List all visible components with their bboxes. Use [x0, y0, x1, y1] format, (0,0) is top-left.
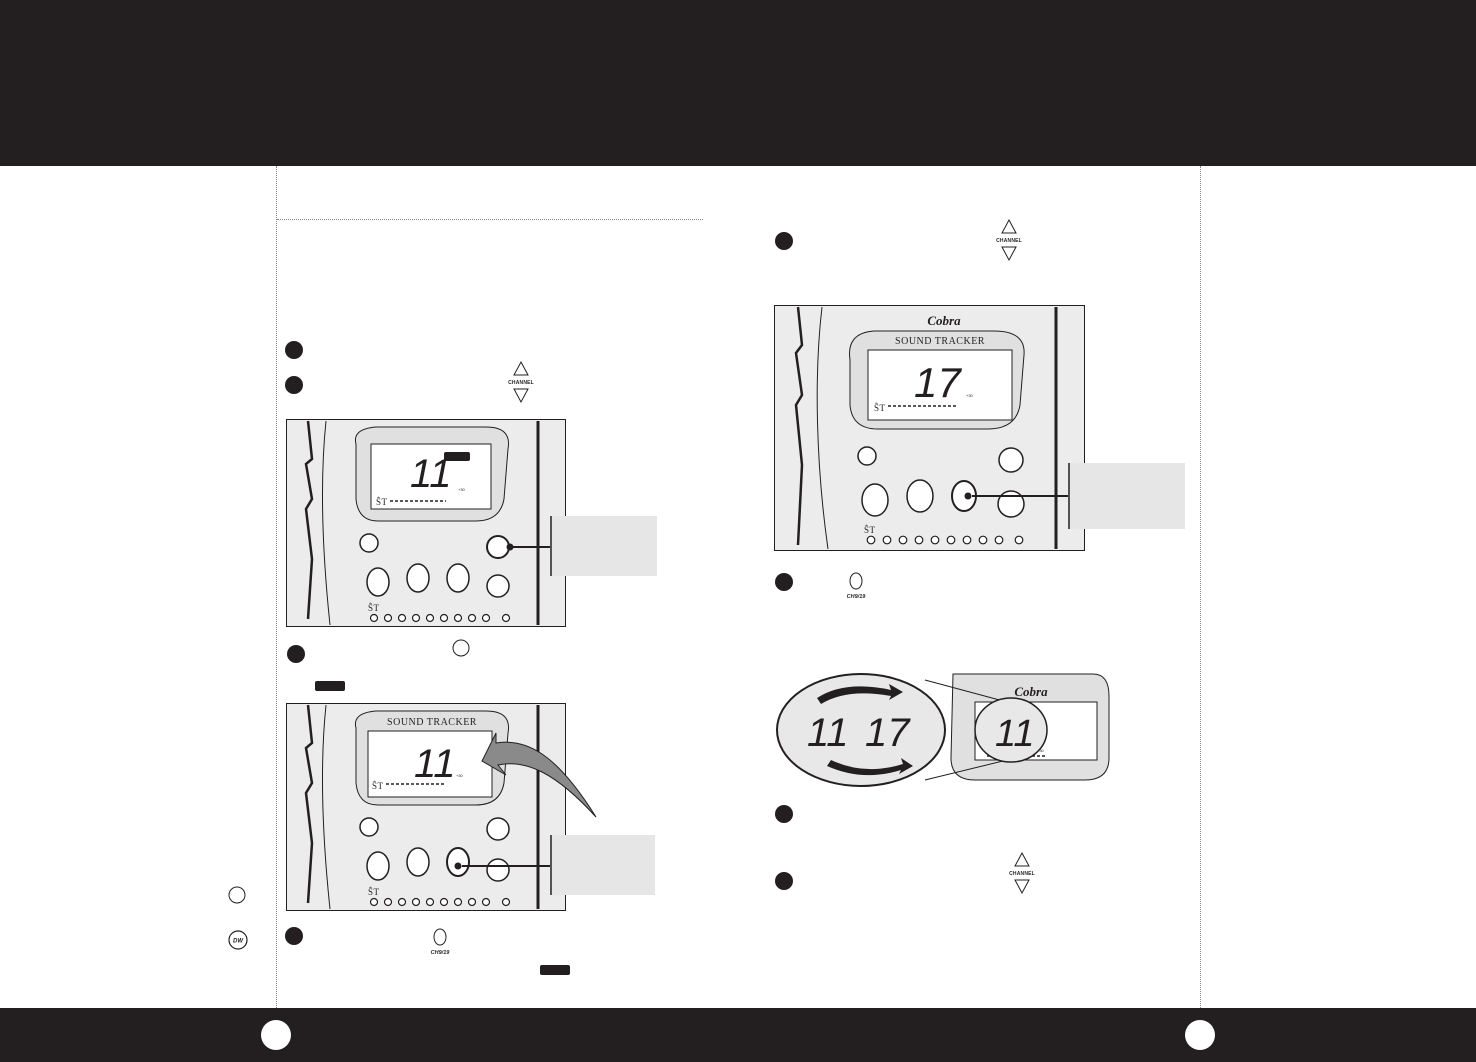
ch919-label: CH9/19 [847, 594, 867, 600]
channel-updown-icon: CHANNEL [996, 218, 1022, 262]
step-1-marker [285, 341, 303, 359]
callout-box-a [552, 516, 657, 576]
callout-box-c [1070, 463, 1185, 529]
swap-arrow-top [817, 684, 903, 704]
button-icon-inline [452, 639, 470, 657]
top-band [0, 0, 1476, 166]
dual-watch-illustration: Cobra +30 11 11 17 [776, 673, 1110, 787]
left-margin-rule [276, 166, 277, 1008]
button-icon [228, 886, 246, 904]
page-number-left [261, 1020, 291, 1050]
bottom-band [0, 1008, 1476, 1062]
st-logo: ŜT [874, 403, 886, 413]
zoom-readout-left: 11 [807, 711, 849, 755]
radio-panel-a: 11 +30 ŜT ŜT [286, 419, 657, 627]
channel-icon-label: CHANNEL [508, 380, 534, 386]
dual-watch-label: DW [233, 939, 244, 945]
lcd-channel-readout: 11 [414, 742, 456, 786]
section-rule [277, 219, 703, 220]
st-logo: ŜT [376, 497, 388, 507]
channel-updown-icon: CHANNEL [508, 360, 534, 404]
st-logo: ŜT [372, 781, 384, 791]
brand-logo: Cobra [927, 313, 961, 328]
channel-updown-icon: CHANNEL [1009, 851, 1035, 895]
callout-box-b [552, 835, 655, 895]
dual-watch-icon: DW [228, 930, 248, 950]
lcd-indicator-icon [315, 681, 345, 691]
meter-plus30: +30 [966, 393, 974, 398]
step-5-marker [775, 232, 793, 250]
lcd-indicator [444, 452, 470, 461]
zoom-inner-readout: 11 [995, 713, 1034, 755]
channel-icon-label: CHANNEL [996, 238, 1022, 244]
ch919-label: CH9/19 [431, 950, 451, 956]
step-2-marker [285, 376, 303, 394]
product-name: SOUND TRACKER [387, 717, 477, 728]
meter-plus30: +30 [1037, 748, 1045, 753]
meter-plus30: +30 [456, 773, 464, 778]
radio-panel-b: SOUND TRACKER 11 +30 ŜT ŜT [286, 703, 655, 911]
page-number-right [1185, 1020, 1215, 1050]
ch919-button-icon: CH9/19 [847, 572, 867, 600]
step-4-marker [285, 927, 303, 945]
st-logo-small: ŜT [368, 887, 380, 897]
lcd-channel-readout: 17 [914, 359, 962, 406]
step-3-marker [287, 645, 305, 663]
brand-logo: Cobra [1014, 684, 1048, 699]
step-7-marker [775, 805, 793, 823]
lcd-indicator-icon [540, 965, 570, 975]
step-6-marker [775, 573, 793, 591]
ch919-button-icon: CH9/19 [431, 928, 451, 956]
right-margin-rule [1200, 166, 1201, 1008]
radio-panel-c: Cobra SOUND TRACKER 17 +30 ŜT ŜT [774, 305, 1185, 551]
swap-arrow-bottom [827, 758, 913, 776]
product-name: SOUND TRACKER [895, 336, 985, 347]
channel-icon-label: CHANNEL [1009, 871, 1035, 877]
meter-plus30: +30 [458, 487, 466, 492]
st-logo-small: ŜT [864, 525, 876, 535]
step-8-marker [775, 872, 793, 890]
st-logo-small: ŜT [368, 603, 380, 613]
zoom-readout-right: 17 [865, 711, 911, 755]
